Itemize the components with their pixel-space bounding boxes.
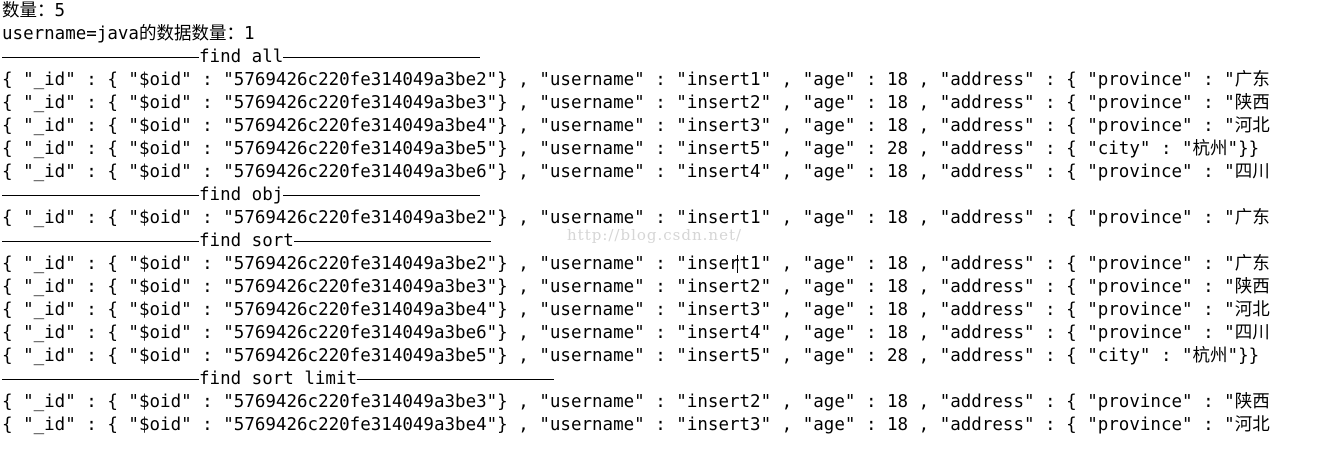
result-row: { "_id" : { "$oid" : "5769426c220fe31404…	[2, 254, 1270, 274]
section-title: find all	[199, 47, 284, 67]
section-title: find sort	[199, 231, 294, 251]
result-row: { "_id" : { "$oid" : "5769426c220fe31404…	[2, 70, 1270, 90]
separator-rule	[2, 368, 199, 391]
result-row: { "_id" : { "$oid" : "5769426c220fe31404…	[2, 323, 1270, 343]
section-header-find-obj: find obj	[2, 184, 1328, 207]
result-row: { "_id" : { "$oid" : "5769426c220fe31404…	[2, 162, 1270, 182]
separator-rule	[2, 184, 199, 207]
section-title: find obj	[199, 185, 284, 205]
section-header-find-sort: find sort	[2, 230, 1328, 253]
separator-rule	[283, 184, 481, 207]
section-header-find-sort-limit: find sort limit	[2, 368, 1328, 391]
java-count-line: username=java的数据数量：1	[2, 24, 255, 44]
text-caret	[737, 255, 738, 273]
separator-rule	[2, 46, 199, 69]
separator-rule	[2, 230, 199, 253]
result-row: { "_id" : { "$oid" : "5769426c220fe31404…	[2, 93, 1270, 113]
result-row: { "_id" : { "$oid" : "5769426c220fe31404…	[2, 346, 1260, 366]
section-header-find-all: find all	[2, 46, 1328, 69]
result-row: { "_id" : { "$oid" : "5769426c220fe31404…	[2, 392, 1270, 412]
result-row: { "_id" : { "$oid" : "5769426c220fe31404…	[2, 277, 1270, 297]
separator-rule	[293, 230, 491, 253]
result-row: { "_id" : { "$oid" : "5769426c220fe31404…	[2, 139, 1260, 159]
count-line: 数量：5	[2, 1, 66, 21]
result-row: { "_id" : { "$oid" : "5769426c220fe31404…	[2, 300, 1270, 320]
section-title: find sort limit	[199, 369, 358, 389]
result-row: { "_id" : { "$oid" : "5769426c220fe31404…	[2, 208, 1270, 228]
result-row: { "_id" : { "$oid" : "5769426c220fe31404…	[2, 415, 1270, 435]
result-row: { "_id" : { "$oid" : "5769426c220fe31404…	[2, 116, 1270, 136]
separator-rule	[357, 368, 555, 391]
watermark-text: http://blog.csdn.net/	[567, 226, 743, 244]
separator-rule	[283, 46, 481, 69]
